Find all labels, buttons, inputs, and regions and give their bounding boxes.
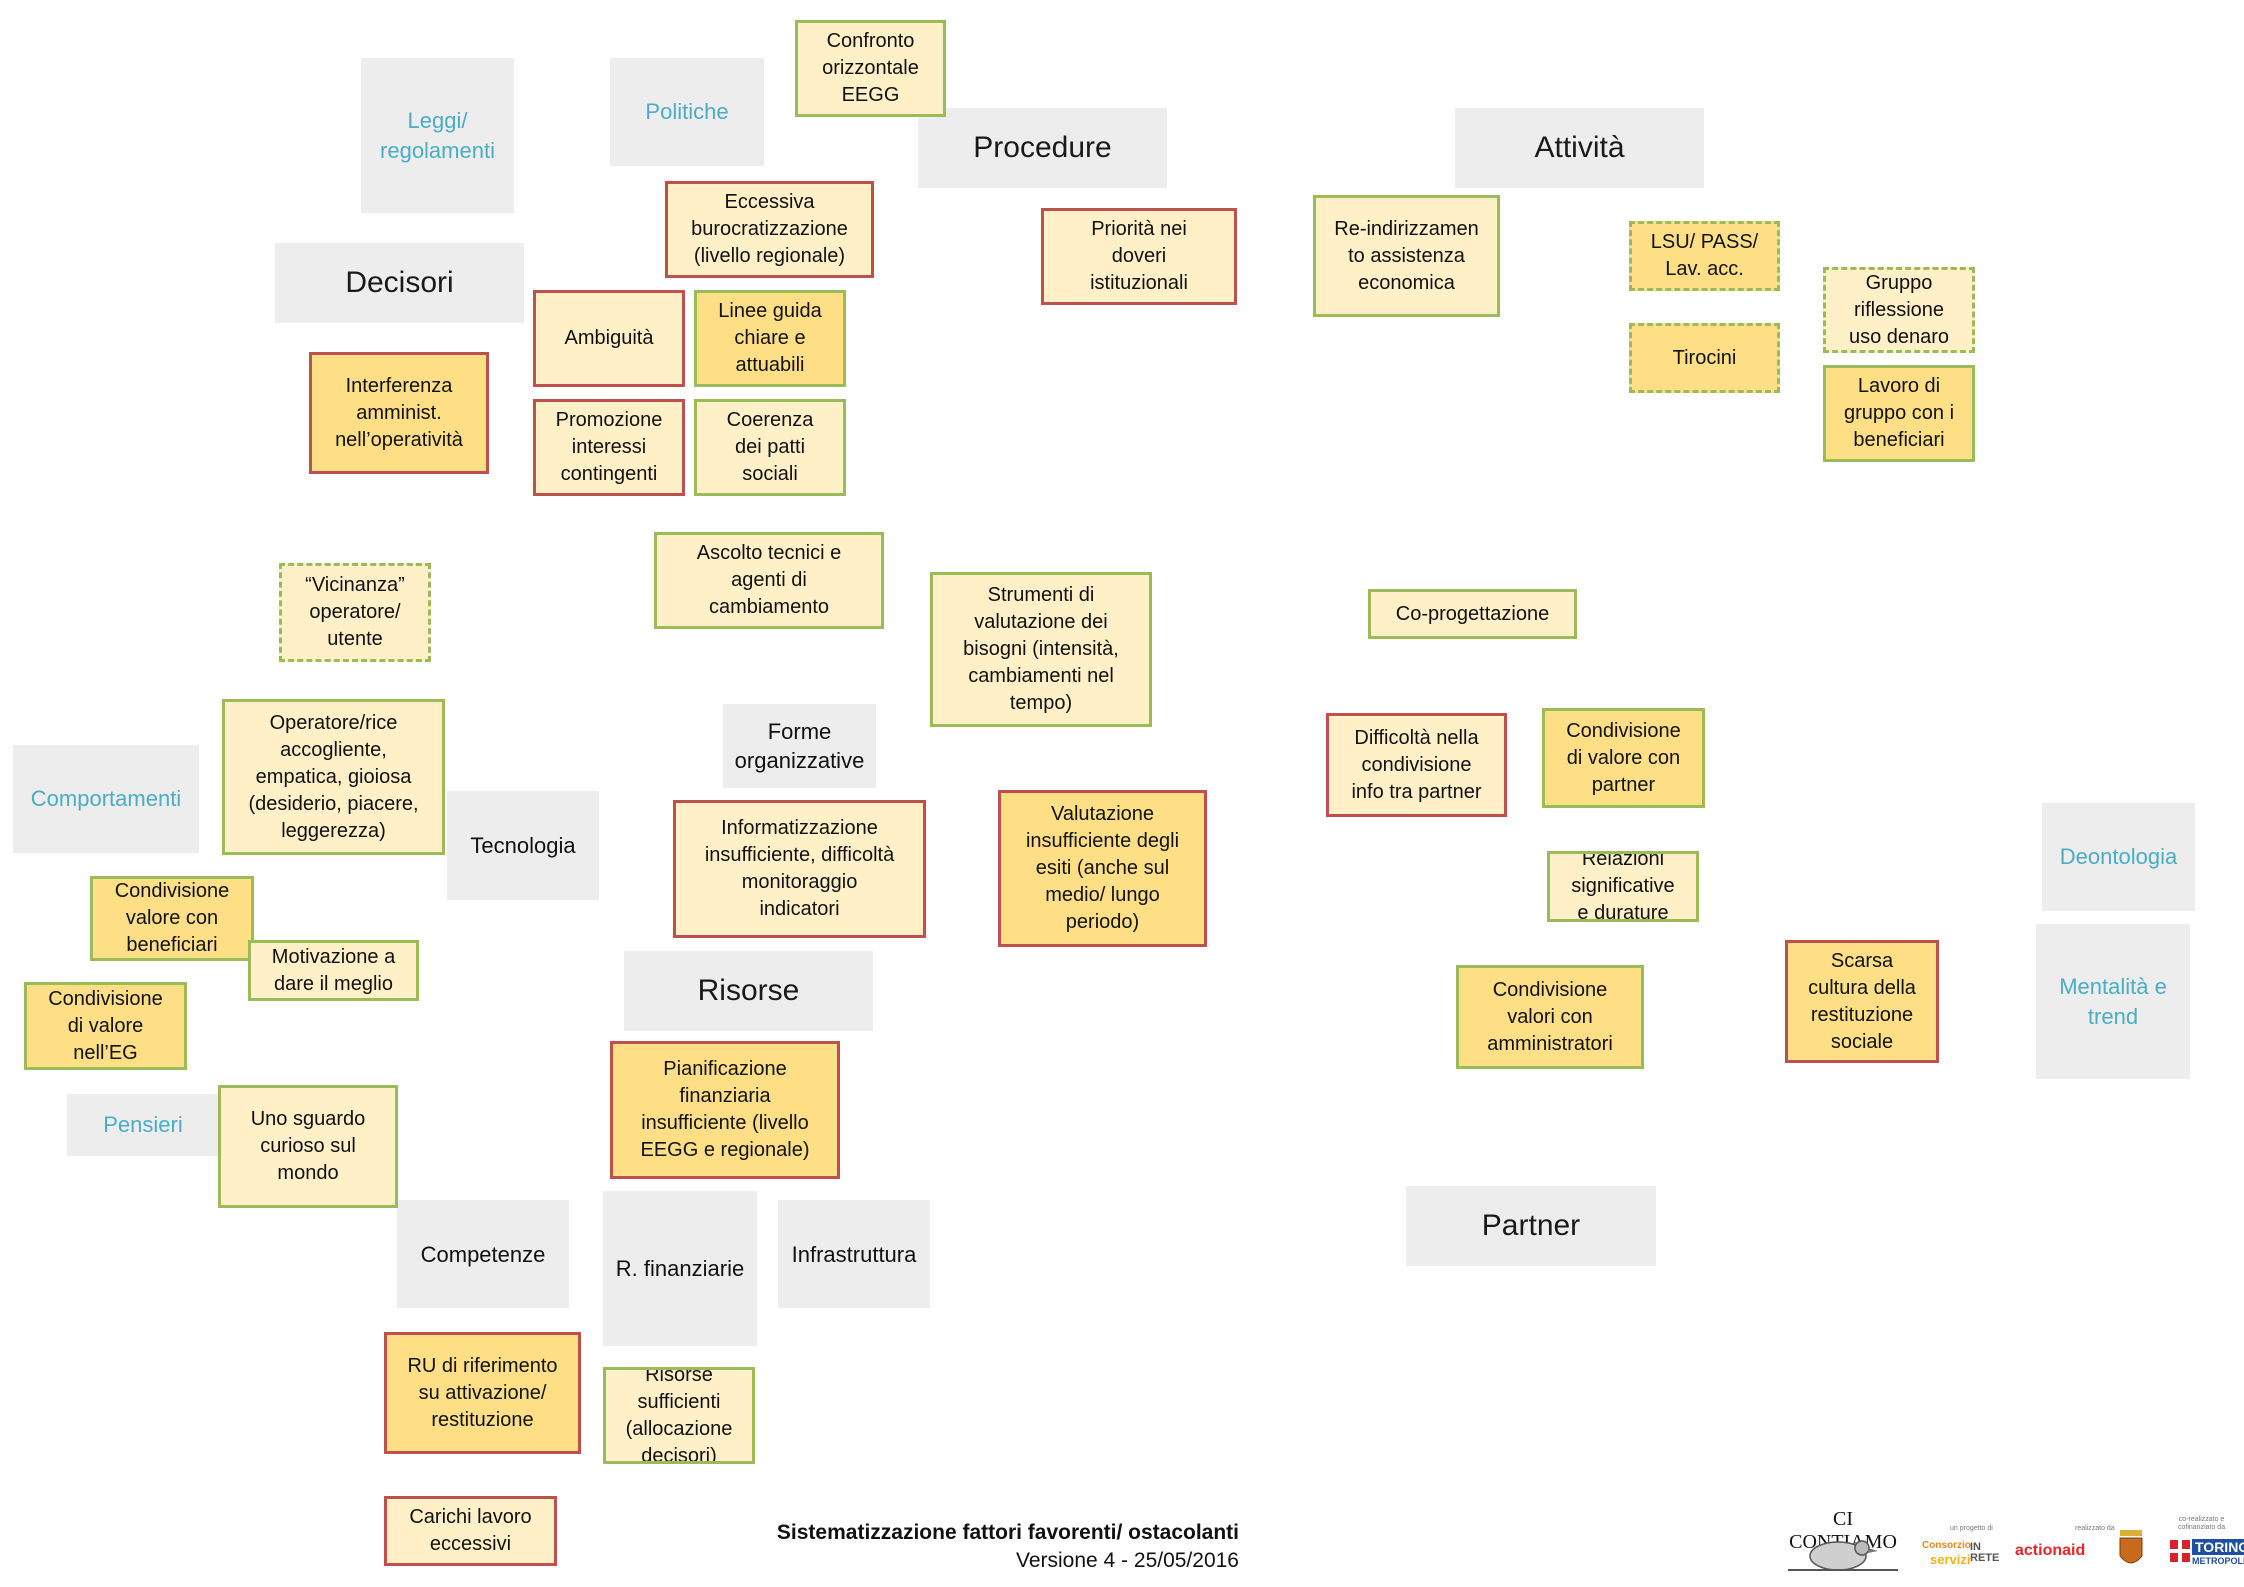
- metropoli-logo-text: METROPOLI: [2192, 1556, 2244, 1566]
- note-promozione-interessi: Promozione interessi contingenti: [533, 399, 685, 496]
- category-risorse: Risorse: [624, 951, 873, 1031]
- coat-of-arms-icon: [2119, 1530, 2143, 1564]
- note-priorita-doveri: Priorità nei doveri istituzionali: [1041, 208, 1237, 305]
- consorzio-logo-text: Consorzio: [1922, 1540, 1971, 1551]
- category-deontologia: Deontologia: [2042, 803, 2195, 911]
- category-r-finanziarie: R. finanziarie: [603, 1191, 757, 1346]
- note-interferenza-amministrativa: Interferenza amminist. nell’operatività: [309, 352, 489, 474]
- footer-title: Sistematizzazione fattori favorenti/ ost…: [776, 1521, 1239, 1544]
- servizi-logo-text: servizi: [1930, 1552, 1971, 1567]
- note-ascolto-tecnici: Ascolto tecnici e agenti di cambiamento: [654, 532, 884, 629]
- category-attivita: Attività: [1455, 108, 1704, 188]
- cofinanziato-label: co-realizzato e cofinanziato da: [2178, 1516, 2226, 1531]
- note-condivisione-eg: Condivisione di valore nell’EG: [24, 982, 187, 1070]
- actionaid-logo-text: actionaid: [2015, 1542, 2086, 1559]
- note-relazioni-significative: Relazioni significative e durature: [1547, 851, 1699, 922]
- category-partner: Partner: [1406, 1186, 1656, 1266]
- ci-contiamo-logo: CI CONTIAMO: [1778, 1508, 1908, 1578]
- ci-contiamo-bird-icon: [1788, 1540, 1898, 1571]
- note-difficolta-condivisione: Difficoltà nella condivisione info tra p…: [1326, 713, 1507, 817]
- note-sguardo-curioso: Uno sguardo curioso sul mondo: [218, 1085, 398, 1208]
- note-lsu-pass: LSU/ PASS/ Lav. acc.: [1629, 221, 1780, 291]
- note-scarsa-cultura: Scarsa cultura della restituzione social…: [1785, 940, 1939, 1063]
- note-lavoro-gruppo: Lavoro di gruppo con i beneficiari: [1823, 365, 1975, 462]
- note-informatizzazione: Informatizzazione insufficiente, diffico…: [673, 800, 926, 938]
- realizzato-da-label: realizzato da: [2075, 1525, 2115, 1532]
- note-strumenti-valutazione: Strumenti di valutazione dei bisogni (in…: [930, 572, 1152, 727]
- note-carichi-lavoro: Carichi lavoro eccessivi: [384, 1496, 557, 1566]
- note-confronto-orizzontale: Confronto orizzontale EEGG: [795, 20, 946, 117]
- note-ambiguita: Ambiguità: [533, 290, 685, 387]
- note-condivisione-beneficiari: Condivisione valore con beneficiari: [90, 876, 254, 961]
- category-pensieri: Pensieri: [67, 1094, 219, 1156]
- footer-version: Versione 4 - 25/05/2016: [1015, 1549, 1239, 1572]
- note-pianificazione-finanziaria: Pianificazione finanziaria insufficiente…: [610, 1041, 840, 1179]
- torino-metropoli-flag-icon: [2170, 1540, 2190, 1562]
- category-decisori: Decisori: [275, 243, 524, 323]
- note-condivisione-amministratori: Condivisione valori con amministratori: [1456, 965, 1644, 1069]
- note-vicinanza: “Vicinanza” operatore/ utente: [279, 563, 431, 662]
- category-infrastruttura: Infrastruttura: [778, 1200, 930, 1308]
- note-tirocini: Tirocini: [1629, 323, 1780, 393]
- note-reindirizzamento-assistenza: Re-indirizzamen to assistenza economica: [1313, 195, 1500, 317]
- note-risorse-sufficienti: Risorse sufficienti (allocazione decisor…: [603, 1367, 755, 1464]
- note-gruppo-riflessione: Gruppo riflessione uso denaro: [1823, 267, 1975, 353]
- note-operatore-accogliente: Operatore/rice accogliente, empatica, gi…: [222, 699, 445, 855]
- note-valutazione-esiti: Valutazione insufficiente degli esiti (a…: [998, 790, 1207, 947]
- category-politiche: Politiche: [610, 58, 764, 166]
- note-motivazione: Motivazione a dare il meglio: [248, 940, 419, 1001]
- note-linee-guida: Linee guida chiare e attuabili: [694, 290, 846, 387]
- category-comportamenti: Comportamenti: [13, 745, 199, 853]
- category-tecnologia: Tecnologia: [447, 791, 599, 900]
- torino-logo-text: TORINO: [2192, 1539, 2244, 1555]
- inrete-logo-text: IN RETE: [1970, 1541, 2000, 1564]
- note-coerenza-patti: Coerenza dei patti sociali: [694, 399, 846, 496]
- note-co-progettazione: Co-progettazione: [1368, 589, 1577, 639]
- category-leggi-regolamenti: Leggi/ regolamenti: [361, 58, 514, 213]
- category-forme-organizzative: Forme organizzative: [723, 704, 876, 788]
- note-ru-riferimento: RU di riferimento su attivazione/ restit…: [384, 1332, 581, 1454]
- note-eccessiva-burocratizzazione: Eccessiva burocratizzazione (livello reg…: [665, 181, 874, 278]
- category-procedure: Procedure: [918, 108, 1167, 188]
- note-condivisione-valore-partner: Condivisione di valore con partner: [1542, 708, 1705, 808]
- category-competenze: Competenze: [397, 1200, 569, 1308]
- un-progetto-di-label: un progetto di: [1950, 1525, 1993, 1532]
- category-mentalita-trend: Mentalità e trend: [2036, 924, 2190, 1079]
